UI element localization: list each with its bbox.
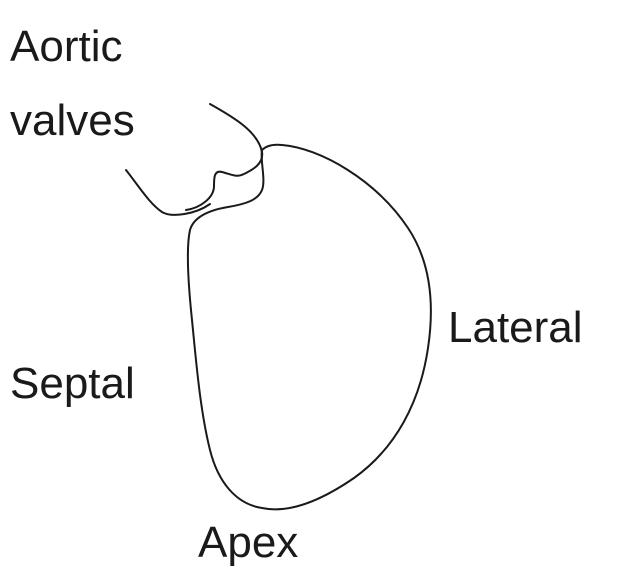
apex-label: Apex [198,517,298,569]
aortic-valves-label: Aortic valves [10,10,135,158]
lateral-label: Lateral [448,302,583,354]
aortic-valve-curve-left [126,170,210,215]
septal-label: Septal [10,358,135,410]
aortic-valves-label-line2: valves [10,84,135,158]
aortic-valves-label-line1: Aortic [10,10,135,84]
ventricle-outline [188,145,431,510]
aortic-valve-curve-right [186,104,262,210]
